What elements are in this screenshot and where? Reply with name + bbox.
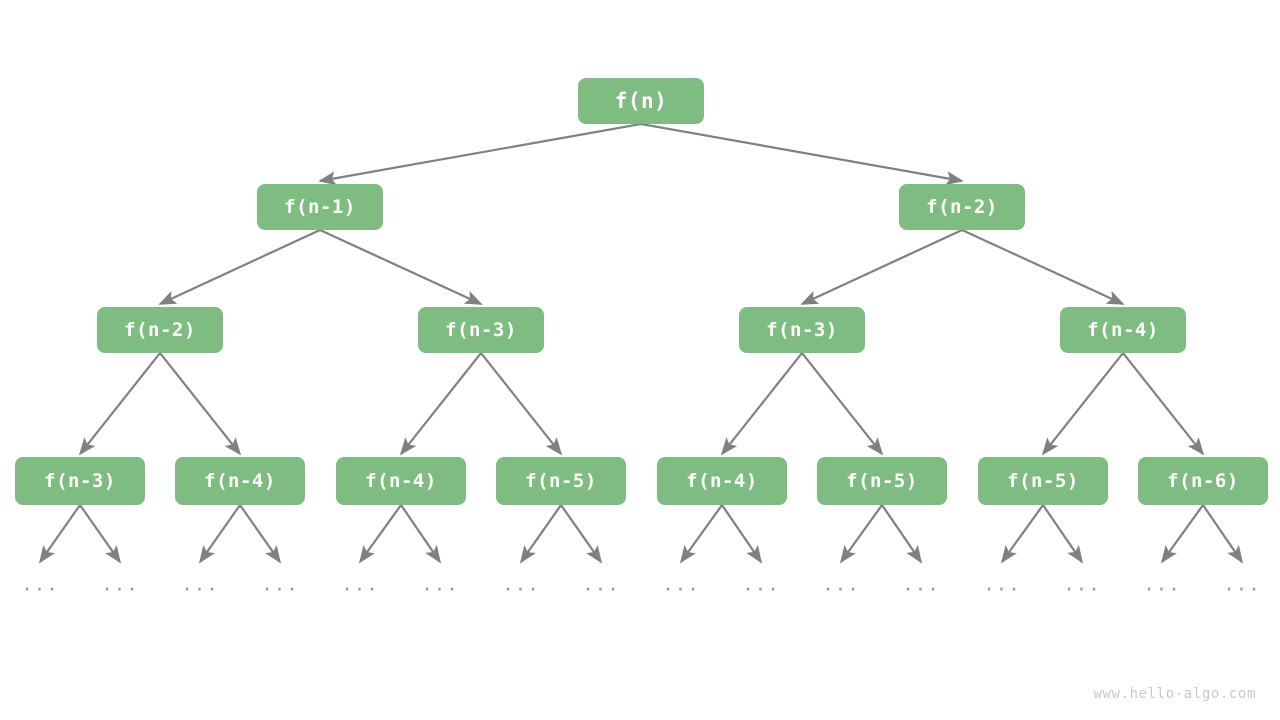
tree-node-label: f(n-3) [445, 318, 517, 341]
tree-node-label: f(n-2) [926, 195, 998, 218]
ellipsis-edge [560, 504, 603, 564]
ellipsis-marker: ... [421, 573, 459, 596]
tree-edge [78, 352, 161, 456]
ellipsis-edge [679, 504, 723, 564]
ellipsis-marker: ... [341, 573, 379, 596]
ellipsis-marker: ... [1143, 573, 1181, 596]
tree-node: f(n-4) [336, 457, 466, 505]
ellipsis-edge [1000, 504, 1044, 564]
ellipsis-edge [400, 504, 441, 564]
ellipsis-edge [239, 504, 282, 564]
tree-edge [319, 229, 483, 305]
tree-node-label: f(n-4) [204, 469, 276, 492]
tree-node: f(n-4) [1060, 307, 1186, 353]
ellipsis-edge [1202, 504, 1243, 564]
tree-edge [399, 352, 482, 456]
ellipsis-marker: ... [983, 573, 1021, 596]
tree-edge [318, 122, 642, 186]
tree-edge [640, 122, 964, 186]
tree-node-label: f(n-1) [284, 195, 356, 218]
tree-node: f(n) [578, 78, 704, 124]
tree-node-label: f(n-2) [124, 318, 196, 341]
ellipsis-marker: ... [1223, 573, 1261, 596]
tree-node-label: f(n-5) [1007, 469, 1079, 492]
tree-edge [720, 352, 803, 456]
tree-edge [158, 229, 321, 305]
tree-edge [800, 229, 963, 305]
tree-node: f(n-5) [496, 457, 626, 505]
tree-node-label: f(n-4) [686, 469, 758, 492]
ellipsis-edge [38, 504, 81, 564]
ellipsis-marker: ... [742, 573, 780, 596]
tree-node: f(n-3) [15, 457, 145, 505]
ellipsis-edge [1042, 504, 1083, 564]
ellipsis-marker: ... [662, 573, 700, 596]
tree-edge [801, 352, 884, 456]
tree-edge [159, 352, 242, 456]
tree-node-label: f(n) [614, 88, 668, 113]
ellipsis-edge [881, 504, 922, 564]
tree-node: f(n-5) [978, 457, 1108, 505]
ellipsis-edges [38, 504, 1243, 564]
tree-node: f(n-3) [418, 307, 544, 353]
tree-edges [78, 122, 1205, 456]
tree-node: f(n-4) [175, 457, 305, 505]
ellipsis-marker: ... [902, 573, 940, 596]
ellipsis-edge [1160, 504, 1204, 564]
watermark: www.hello-algo.com [1093, 686, 1256, 702]
tree-node: f(n-4) [657, 457, 787, 505]
tree-node-label: f(n-4) [1087, 318, 1159, 341]
tree-node: f(n-2) [97, 307, 223, 353]
ellipsis-edge [519, 504, 562, 564]
ellipsis-marker: ... [181, 573, 219, 596]
ellipsis-marker: ... [502, 573, 540, 596]
ellipsis-edge [198, 504, 241, 564]
tree-node-label: f(n-5) [525, 469, 597, 492]
ellipsis-edge [358, 504, 402, 564]
ellipsis-marker: ... [822, 573, 860, 596]
tree-node-label: f(n-5) [846, 469, 918, 492]
tree-node: f(n-5) [817, 457, 947, 505]
tree-node: f(n-6) [1138, 457, 1268, 505]
ellipsis-marker: ... [582, 573, 620, 596]
tree-node-label: f(n-3) [44, 469, 116, 492]
tree-node-label: f(n-4) [365, 469, 437, 492]
ellipsis-edge [721, 504, 762, 564]
ellipsis-edge [839, 504, 883, 564]
ellipsis-marker: ... [1063, 573, 1101, 596]
ellipsis-marker: ... [21, 573, 59, 596]
tree-node: f(n-2) [899, 184, 1025, 230]
tree-edge [1122, 352, 1205, 456]
ellipsis-marker: ... [101, 573, 139, 596]
ellipsis-marker: ... [261, 573, 299, 596]
tree-node-label: f(n-3) [766, 318, 838, 341]
tree-edge [1041, 352, 1124, 456]
tree-edge [480, 352, 563, 456]
tree-node: f(n-1) [257, 184, 383, 230]
tree-node: f(n-3) [739, 307, 865, 353]
ellipsis-edge [79, 504, 122, 564]
tree-edge [961, 229, 1125, 305]
tree-node-label: f(n-6) [1167, 469, 1239, 492]
